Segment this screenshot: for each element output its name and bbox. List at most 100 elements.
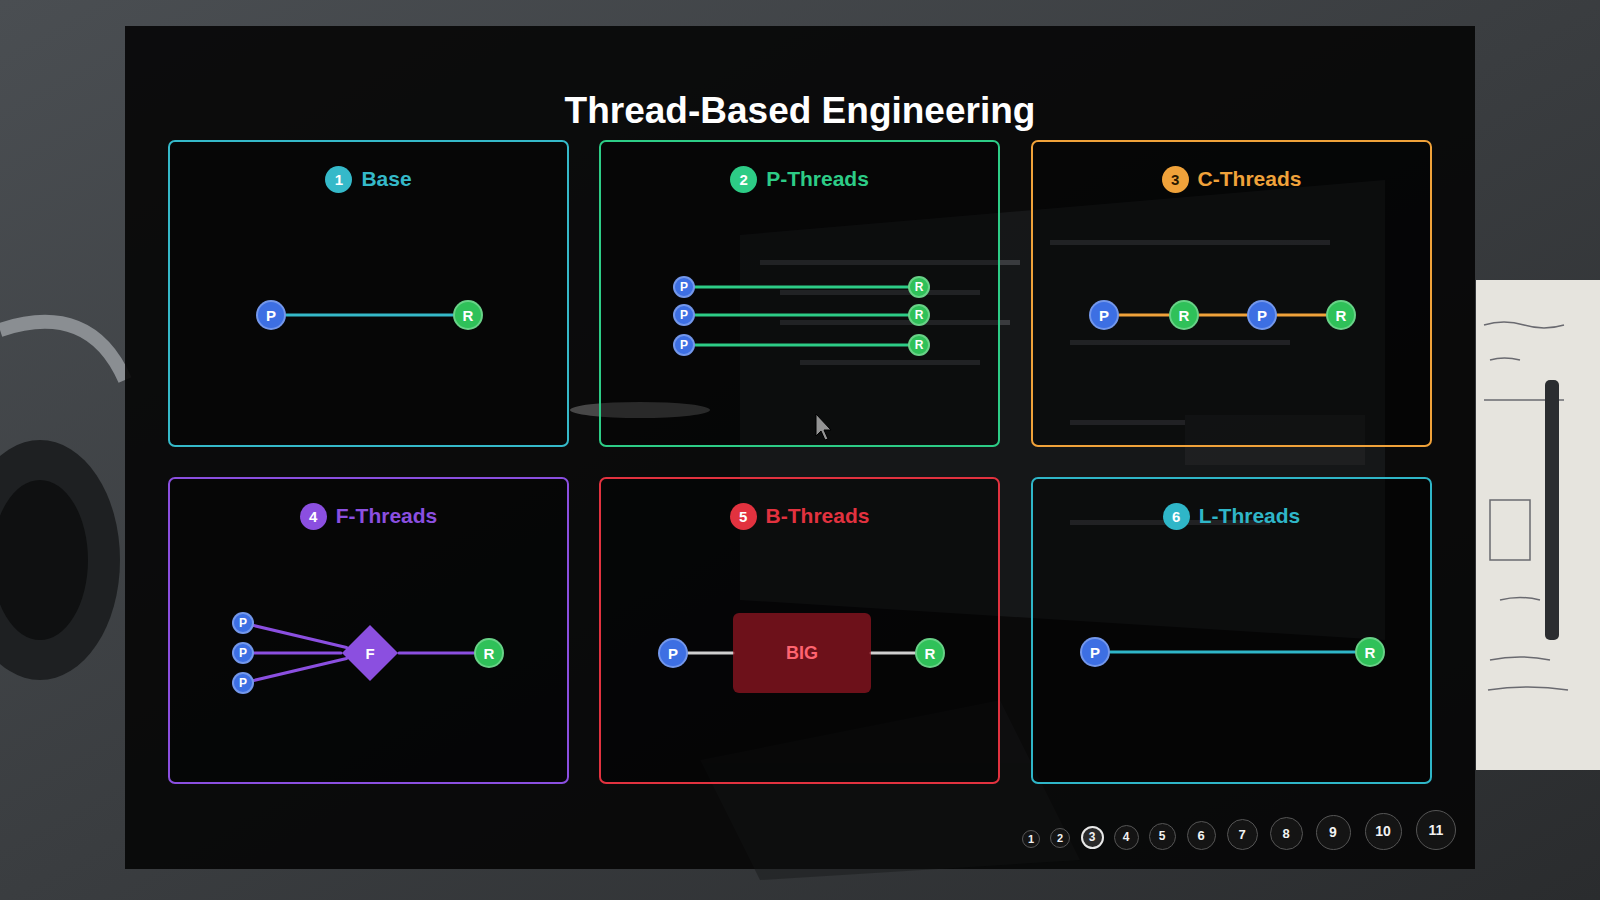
badge-number: 4 xyxy=(309,508,317,525)
headphone-pad xyxy=(0,480,88,640)
slide-ground xyxy=(125,26,1475,869)
paper-sheet xyxy=(1476,280,1600,770)
page-dot: 5 xyxy=(1149,823,1176,850)
thread-panel: 3 C-ThreadsP R P R xyxy=(1031,140,1432,447)
circle-letter: R xyxy=(915,338,924,352)
page-number: 1 xyxy=(1028,833,1034,845)
circle-letter: P xyxy=(1257,307,1267,324)
badge-number: 2 xyxy=(739,171,747,188)
number-badge: 5 xyxy=(730,503,757,530)
page-number: 7 xyxy=(1238,827,1245,842)
page-number: 9 xyxy=(1329,824,1337,840)
number-badge: 3 xyxy=(1162,166,1189,193)
result-circle: R xyxy=(908,304,930,326)
prompt-circle: P xyxy=(658,638,688,668)
page-number: 8 xyxy=(1282,826,1289,841)
circle-letter: P xyxy=(266,307,276,324)
number-badge: 2 xyxy=(730,166,757,193)
prompt-circle: P xyxy=(256,300,286,330)
prompt-circle: P xyxy=(232,642,254,664)
paper-scribbles xyxy=(1484,322,1568,690)
panel-heading: Base xyxy=(361,167,411,191)
circle-letter: P xyxy=(1099,307,1109,324)
circle-letter: P xyxy=(680,308,688,322)
circle-letter: P xyxy=(239,676,247,690)
circle-letter: R xyxy=(925,645,936,662)
page-dot: 3 xyxy=(1081,826,1104,849)
circle-letter: P xyxy=(239,646,247,660)
page-number: 11 xyxy=(1429,822,1444,838)
panel-heading: P-Threads xyxy=(766,167,869,191)
result-circle: R xyxy=(915,638,945,668)
panel-header: 4 F-Threads xyxy=(170,500,567,532)
page-dot: 6 xyxy=(1187,821,1216,850)
thread-panel: 2P-ThreadsPPPRRR xyxy=(599,140,1000,447)
circle-letter: P xyxy=(1090,644,1100,661)
headphone-band xyxy=(0,322,125,380)
thread-panel: 5 B-ThreadsP BIG R xyxy=(599,477,1000,784)
panel-heading: F-Threads xyxy=(336,504,438,528)
panel-heading: C-Threads xyxy=(1198,167,1302,191)
thread-panel: 4 F-ThreadsP P P F R xyxy=(168,477,569,784)
result-circle: R xyxy=(1355,637,1385,667)
circle-letter: R xyxy=(463,307,474,324)
page-dot: 4 xyxy=(1114,825,1139,850)
pen xyxy=(1545,380,1559,640)
panel-header: 3 C-Threads xyxy=(1033,163,1430,195)
circle-letter: P xyxy=(680,280,688,294)
diamond-shape xyxy=(342,625,398,681)
prompt-circle: P xyxy=(232,672,254,694)
thread-panel: 6L-ThreadsP R xyxy=(1031,477,1432,784)
badge-number: 6 xyxy=(1172,508,1180,525)
badge-number: 1 xyxy=(335,171,343,188)
prompt-circle: P xyxy=(1089,300,1119,330)
page-dot: 8 xyxy=(1270,817,1303,850)
prompt-circle: P xyxy=(673,304,695,326)
page-dot: 10 xyxy=(1365,813,1402,850)
number-badge: 4 xyxy=(300,503,327,530)
prompt-circle: P xyxy=(1247,300,1277,330)
badge-number: 5 xyxy=(739,508,747,525)
panel-header: 5 B-Threads xyxy=(601,500,998,532)
result-circle: R xyxy=(1326,300,1356,330)
number-badge: 6 xyxy=(1163,503,1190,530)
circle-letter: R xyxy=(915,280,924,294)
circle-letter: R xyxy=(1365,644,1376,661)
fusion-diamond: F xyxy=(341,624,399,682)
circle-letter: R xyxy=(1336,307,1347,324)
number-badge: 1 xyxy=(325,166,352,193)
result-circle: R xyxy=(908,276,930,298)
circle-letter: P xyxy=(668,645,678,662)
prompt-circle: P xyxy=(673,276,695,298)
page-dot: 2 xyxy=(1050,828,1070,848)
page-dot: 11 xyxy=(1416,810,1456,850)
result-circle: R xyxy=(908,334,930,356)
headphone-cup xyxy=(0,440,120,680)
page-number: 6 xyxy=(1197,828,1204,843)
panel-heading: B-Threads xyxy=(766,504,870,528)
diagram-title: Thread-Based Engineering xyxy=(0,90,1600,132)
circle-letter: R xyxy=(915,308,924,322)
page-number: 10 xyxy=(1375,823,1391,839)
page-number: 5 xyxy=(1159,829,1166,843)
page-number: 2 xyxy=(1057,832,1063,844)
result-circle: R xyxy=(453,300,483,330)
panel-header: 2 P-Threads xyxy=(601,163,998,195)
thread-panel: 1 BaseP R xyxy=(168,140,569,447)
page-dot: 7 xyxy=(1227,819,1258,850)
circle-letter: P xyxy=(239,616,247,630)
result-circle: R xyxy=(1169,300,1199,330)
prompt-circle: P xyxy=(232,612,254,634)
page-dot: 9 xyxy=(1316,815,1351,850)
panel-header: 6L-Threads xyxy=(1033,500,1430,532)
badge-number: 3 xyxy=(1171,171,1179,188)
big-block: BIG xyxy=(733,613,871,693)
prompt-circle: P xyxy=(1080,637,1110,667)
circle-letter: R xyxy=(484,645,495,662)
page-dot: 1 xyxy=(1022,830,1040,848)
result-circle: R xyxy=(474,638,504,668)
diamond-letter: F xyxy=(365,645,374,662)
page-number: 3 xyxy=(1089,830,1096,844)
